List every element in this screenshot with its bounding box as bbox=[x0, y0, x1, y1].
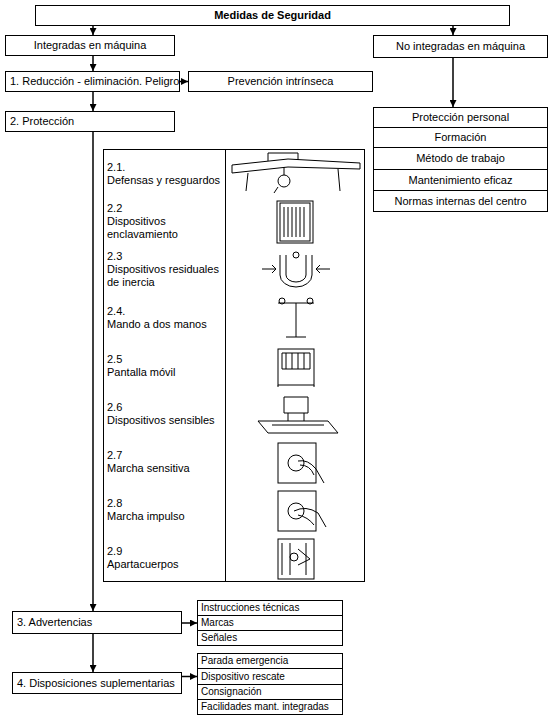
label-box: 2. Protección bbox=[5, 111, 175, 132]
label-box: No integradas en máquina bbox=[373, 35, 548, 58]
label-box: Prevención intrínseca bbox=[188, 71, 373, 92]
label-box: Señales bbox=[197, 630, 343, 646]
item-number: 2.6 bbox=[107, 401, 221, 414]
node-text: Instrucciones técnicas bbox=[201, 602, 299, 614]
node-text: Señales bbox=[201, 632, 237, 644]
flow-arrow bbox=[92, 56, 94, 71]
protection-row: 2.7Marcha sensitiva bbox=[103, 437, 226, 486]
interlock-icon bbox=[277, 201, 313, 243]
node-text: Pantalla móvil bbox=[107, 366, 221, 379]
flow-arrow bbox=[182, 622, 197, 624]
label-box: Método de trabajo bbox=[373, 147, 548, 170]
flow-arrow bbox=[92, 634, 94, 672]
flow-arrow bbox=[452, 58, 454, 107]
node-text: Integradas en máquina bbox=[34, 39, 147, 52]
flow-arrow bbox=[92, 26, 94, 35]
node-text: Facilidades mant. integradas bbox=[201, 701, 329, 713]
node-text: No integradas en máquina bbox=[396, 40, 525, 53]
node-text: 1. Reducción - eliminación. Peligro bbox=[10, 75, 179, 88]
guard-icon bbox=[232, 153, 360, 193]
item-number: 2.2 bbox=[107, 202, 221, 215]
protection-row: 2.8Marcha impulso bbox=[103, 485, 226, 534]
label-box: Integradas en máquina bbox=[5, 35, 175, 56]
label-box: Facilidades mant. integradas bbox=[197, 699, 343, 715]
label-box: 3. Advertencias bbox=[12, 611, 182, 634]
label-box: Parada emergencia bbox=[197, 653, 343, 669]
node-text: Dispositivo rescate bbox=[201, 671, 285, 683]
node-text: Marcas bbox=[201, 617, 234, 629]
node-text: Consignación bbox=[201, 686, 262, 698]
protection-row: 2.5Pantalla móvil bbox=[103, 341, 226, 390]
item-number: 2.4. bbox=[107, 305, 221, 318]
node-text: Formación bbox=[435, 131, 487, 144]
node-text: Marcha sensitiva bbox=[107, 462, 221, 475]
node-text: Prevención intrínseca bbox=[228, 75, 334, 88]
protection-row: 2.4.Mando a dos manos bbox=[103, 293, 226, 342]
item-number: 2.9 bbox=[107, 545, 221, 558]
hold-to-run-icon bbox=[278, 443, 324, 483]
node-text: Parada emergencia bbox=[201, 655, 288, 667]
inertia-icon bbox=[262, 252, 330, 287]
node-text: Dispositivos residuales de inercia bbox=[107, 263, 221, 289]
flow-arrow bbox=[92, 92, 94, 111]
protection-row: 2.2Dispositivos enclavamiento bbox=[103, 197, 226, 246]
item-number: 2.3 bbox=[107, 250, 221, 263]
item-number: 2.5 bbox=[107, 353, 221, 366]
protection-row: 2.1.Defensas y resguardos bbox=[103, 149, 226, 198]
node-text: Marcha impulso bbox=[107, 510, 221, 523]
item-number: 2.1. bbox=[107, 161, 221, 174]
item-number: 2.8 bbox=[107, 497, 221, 510]
protection-row: 2.9Apartacuerpos bbox=[103, 533, 226, 582]
flow-arrow bbox=[180, 81, 188, 83]
protection-row: 2.6Dispositivos sensibles bbox=[103, 389, 226, 438]
node-text: 3. Advertencias bbox=[17, 616, 92, 629]
label-box: Marcas bbox=[197, 615, 343, 631]
node-text: 2. Protección bbox=[10, 115, 74, 128]
node-text: Mando a dos manos bbox=[107, 318, 221, 331]
table-frame bbox=[104, 150, 365, 582]
label-box: Formación bbox=[373, 127, 548, 148]
protection-row: 2.3Dispositivos residuales de inercia bbox=[103, 245, 226, 294]
node-text: Dispositivos enclavamiento bbox=[107, 215, 221, 241]
table-divider bbox=[225, 149, 226, 581]
node-text: Protección personal bbox=[412, 111, 509, 124]
flow-arrow bbox=[452, 26, 454, 35]
label-box: Consignación bbox=[197, 684, 343, 700]
push-away-icon bbox=[278, 539, 314, 579]
label-box: Normas internas del centro bbox=[373, 190, 548, 212]
flow-arrow bbox=[92, 132, 94, 611]
node-text: Medidas de Seguridad bbox=[214, 9, 331, 22]
node-text: Método de trabajo bbox=[416, 152, 505, 165]
two-hand-icon bbox=[278, 298, 314, 337]
label-box: Dispositivo rescate bbox=[197, 668, 343, 685]
label-box: Instrucciones técnicas bbox=[197, 600, 343, 616]
mobile-screen-icon bbox=[278, 349, 314, 387]
node-text: Normas internas del centro bbox=[394, 195, 526, 208]
label-box: Protección personal bbox=[373, 107, 548, 128]
inching-icon bbox=[278, 491, 326, 531]
sensitive-device-icon bbox=[258, 397, 338, 433]
node-text: Apartacuerpos bbox=[107, 558, 221, 571]
label-box: Medidas de Seguridad bbox=[35, 5, 510, 26]
label-box: 1. Reducción - eliminación. Peligro bbox=[5, 71, 180, 92]
label-box: Mantenimiento eficaz bbox=[373, 169, 548, 191]
node-text: Defensas y resguardos bbox=[107, 174, 221, 187]
item-number: 2.7 bbox=[107, 449, 221, 462]
node-text: Dispositivos sensibles bbox=[107, 414, 221, 427]
node-text: 4. Disposiciones suplementarias bbox=[17, 677, 175, 690]
flow-arrow bbox=[182, 676, 197, 678]
node-text: Mantenimiento eficaz bbox=[409, 174, 513, 187]
label-box: 4. Disposiciones suplementarias bbox=[12, 672, 182, 694]
